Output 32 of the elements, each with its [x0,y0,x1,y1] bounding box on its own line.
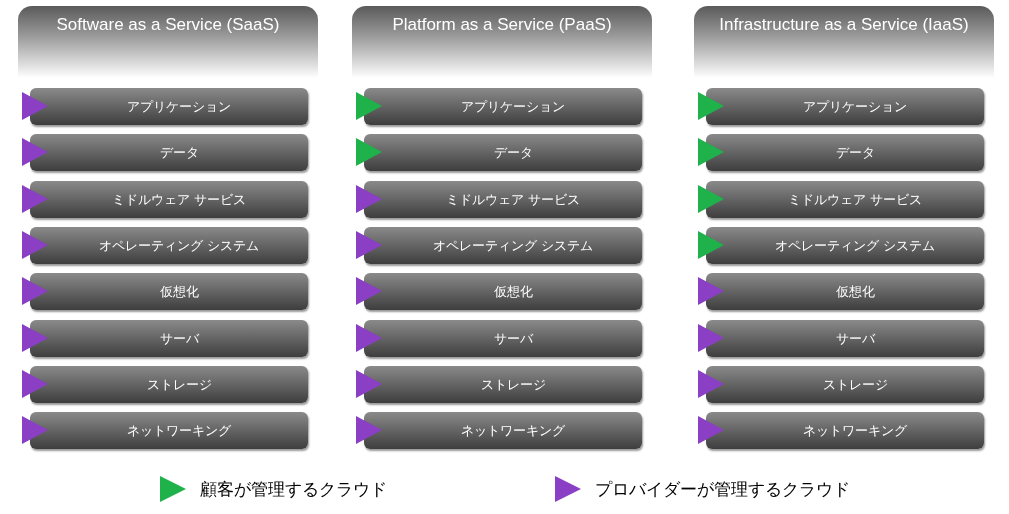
legend-label: プロバイダーが管理するクラウド [595,478,850,501]
column-title: Infrastructure as a Service (IaaS) [718,14,970,35]
column-header [352,6,652,78]
column-title: Software as a Service (SaaS) [55,14,281,35]
layer-label: データ [834,144,876,163]
layer-label: アプリケーション [802,98,908,116]
layer-label: ストレージ [145,375,213,394]
layer-label: ストレージ [821,375,889,394]
layer-label: ネットワーキング [460,422,566,441]
layer-label: サーバ [492,329,534,348]
column-header [694,6,994,78]
layer-label: サーバ [158,329,200,348]
layer-label: ストレージ [479,375,547,394]
layer-label: 仮想化 [834,283,876,302]
layer-label: ネットワーキング [802,422,908,441]
layer-label: 仮想化 [158,283,200,302]
layer-label: データ [158,144,200,163]
layer-label: ミドルウェア サービス [786,190,924,209]
layer-label: オペレーティング システム [431,236,595,255]
layer-label: ミドルウェア サービス [444,190,582,209]
column-title: Platform as a Service (PaaS) [391,14,613,35]
layer-label: サーバ [834,329,876,348]
layer-label: データ [492,144,534,163]
layer-label: ネットワーキング [126,422,232,441]
layer-label: オペレーティング システム [773,236,937,255]
column-header [18,6,318,78]
layer-label: アプリケーション [126,98,232,116]
legend-label: 顧客が管理するクラウド [200,478,387,501]
layer-label: アプリケーション [460,98,566,116]
layer-label: ミドルウェア サービス [110,190,248,209]
layer-label: オペレーティング システム [97,236,261,255]
layer-label: 仮想化 [492,283,534,302]
